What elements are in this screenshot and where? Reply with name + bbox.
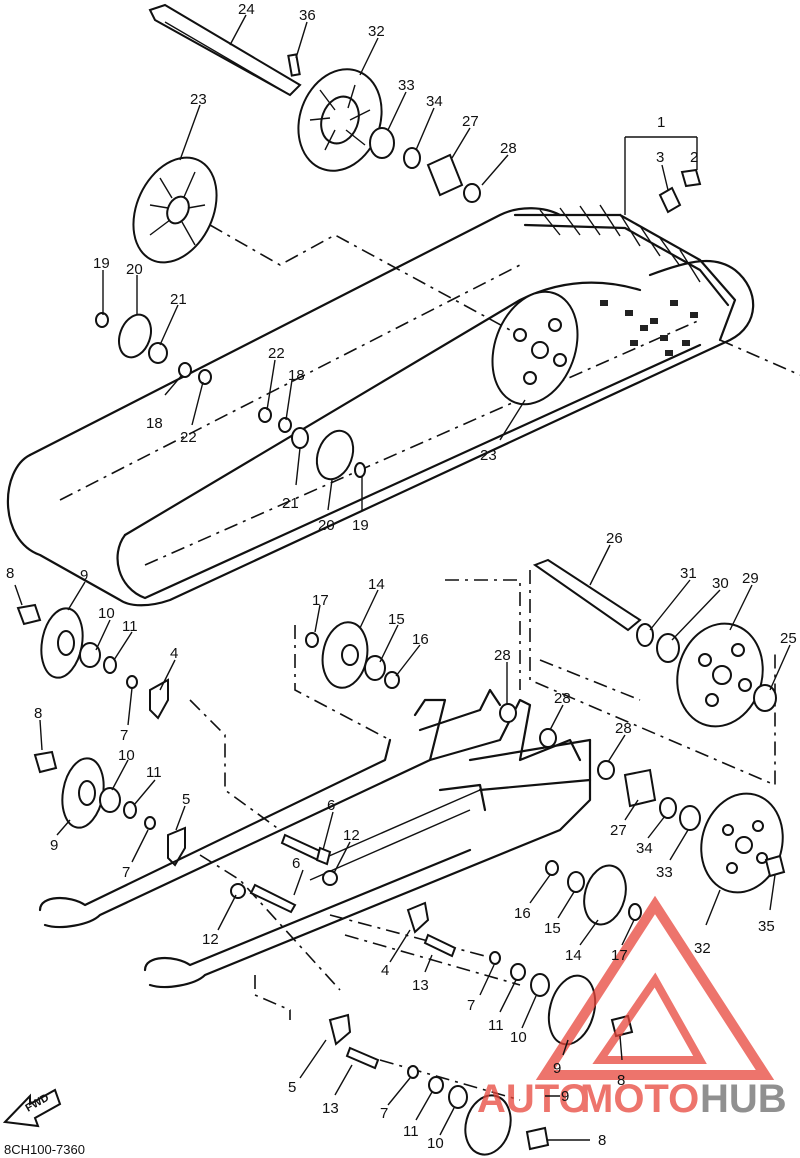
callout-28b: 28	[494, 647, 511, 664]
callout-9c: 9	[553, 1060, 561, 1077]
callout-10b: 10	[118, 747, 135, 764]
callout-31: 31	[680, 565, 697, 582]
fwd-arrow-icon: FWD	[2, 1088, 62, 1128]
callout-17: 17	[312, 592, 329, 609]
callout-12: 12	[343, 827, 360, 844]
callout-32: 32	[368, 23, 385, 40]
wheel-left-lower	[33, 750, 156, 830]
callout-26: 26	[606, 530, 623, 547]
callout-5: 5	[182, 791, 190, 808]
callout-33b: 33	[656, 864, 673, 881]
callout-19b: 19	[352, 517, 369, 534]
callout-17b: 17	[611, 947, 628, 964]
callout-28c: 28	[554, 690, 571, 707]
callout-12b: 12	[202, 931, 219, 948]
callout-8b: 8	[34, 705, 42, 722]
callout-20: 20	[126, 261, 143, 278]
slide-rail-frame	[38, 688, 592, 989]
callout-4: 4	[170, 645, 178, 662]
right-assembly	[499, 558, 786, 894]
leader-lines	[14, 14, 791, 1141]
callout-32b: 32	[694, 940, 711, 957]
callout-19: 19	[93, 255, 110, 272]
callout-6b: 6	[292, 855, 300, 872]
automotohub-watermark: AUTO MOTO HUB	[477, 895, 787, 1121]
callout-11: 11	[122, 618, 138, 635]
callout-33: 33	[398, 77, 415, 94]
callout-15b: 15	[544, 920, 561, 937]
callout-11c: 11	[488, 1017, 504, 1034]
callout-30: 30	[712, 575, 729, 592]
callout-28: 28	[500, 140, 517, 157]
callout-18: 18	[146, 415, 163, 432]
callout-35: 35	[758, 918, 775, 935]
callout-27: 27	[462, 113, 479, 130]
callout-15: 15	[388, 611, 405, 628]
callout-11b: 11	[146, 764, 162, 781]
track-lugs	[513, 204, 737, 356]
callout-4b: 4	[381, 962, 389, 979]
callout-10: 10	[98, 605, 115, 622]
callout-20b: 20	[318, 517, 335, 534]
small-parts-upper	[95, 168, 702, 481]
callout-16: 16	[412, 631, 429, 648]
idler-wheel-middle	[491, 290, 579, 406]
callout-11d: 11	[403, 1123, 419, 1140]
callout-21: 21	[170, 291, 187, 308]
callout-9: 9	[80, 567, 88, 584]
diagram-code: 8CH100-7360	[4, 1142, 85, 1157]
callout-10c: 10	[510, 1029, 527, 1046]
callout-34: 34	[426, 93, 443, 110]
callout-28d: 28	[615, 720, 632, 737]
callout-21b: 21	[282, 495, 299, 512]
drive-shaft-assembly	[148, 3, 481, 203]
callout-23b: 23	[480, 447, 497, 464]
callout-27b: 27	[610, 822, 627, 839]
callout-36: 36	[299, 7, 316, 24]
callout-7b: 7	[122, 864, 130, 881]
assembly-guide-lines	[189, 224, 800, 1101]
callout-3: 3	[656, 149, 664, 166]
callout-10d: 10	[427, 1135, 444, 1152]
callout-24: 24	[238, 1, 255, 18]
callout-9d: 9	[561, 1088, 569, 1105]
callout-1: 1	[657, 114, 665, 131]
callout-8d: 8	[598, 1132, 606, 1149]
callout-13: 13	[412, 977, 429, 994]
brackets	[149, 678, 430, 1046]
callout-7d: 7	[380, 1105, 388, 1122]
callout-7c: 7	[467, 997, 475, 1014]
callout-18b: 18	[288, 367, 305, 384]
callout-23: 23	[190, 91, 207, 108]
callout-8c: 8	[617, 1072, 625, 1089]
wheel-left-upper	[16, 603, 138, 689]
watermark-moto: MOTO	[580, 1077, 699, 1121]
callout-29: 29	[742, 570, 759, 587]
lower-hardware	[230, 833, 634, 1156]
callout-16b: 16	[514, 905, 531, 922]
callout-7: 7	[120, 727, 128, 744]
callout-25: 25	[780, 630, 797, 647]
callout-6: 6	[327, 797, 335, 814]
callout-13b: 13	[322, 1100, 339, 1117]
callout-8: 8	[6, 565, 14, 582]
idler-wheel-upper	[132, 156, 218, 264]
callout-22b: 22	[268, 345, 285, 362]
callout-9b: 9	[50, 837, 58, 854]
callout-34b: 34	[636, 840, 653, 857]
callout-5b: 5	[288, 1079, 296, 1096]
callout-14b: 14	[565, 947, 582, 964]
callout-2: 2	[690, 149, 698, 166]
callout-22: 22	[180, 429, 197, 446]
callout-labels: 24 36 32 23 33 34 27 28 1 3 2 19 20 21 1…	[6, 1, 797, 1152]
track-belt	[6, 204, 755, 607]
watermark-hub: HUB	[700, 1077, 787, 1121]
callout-14: 14	[368, 576, 385, 593]
watermark-auto: AUTO	[477, 1077, 590, 1121]
